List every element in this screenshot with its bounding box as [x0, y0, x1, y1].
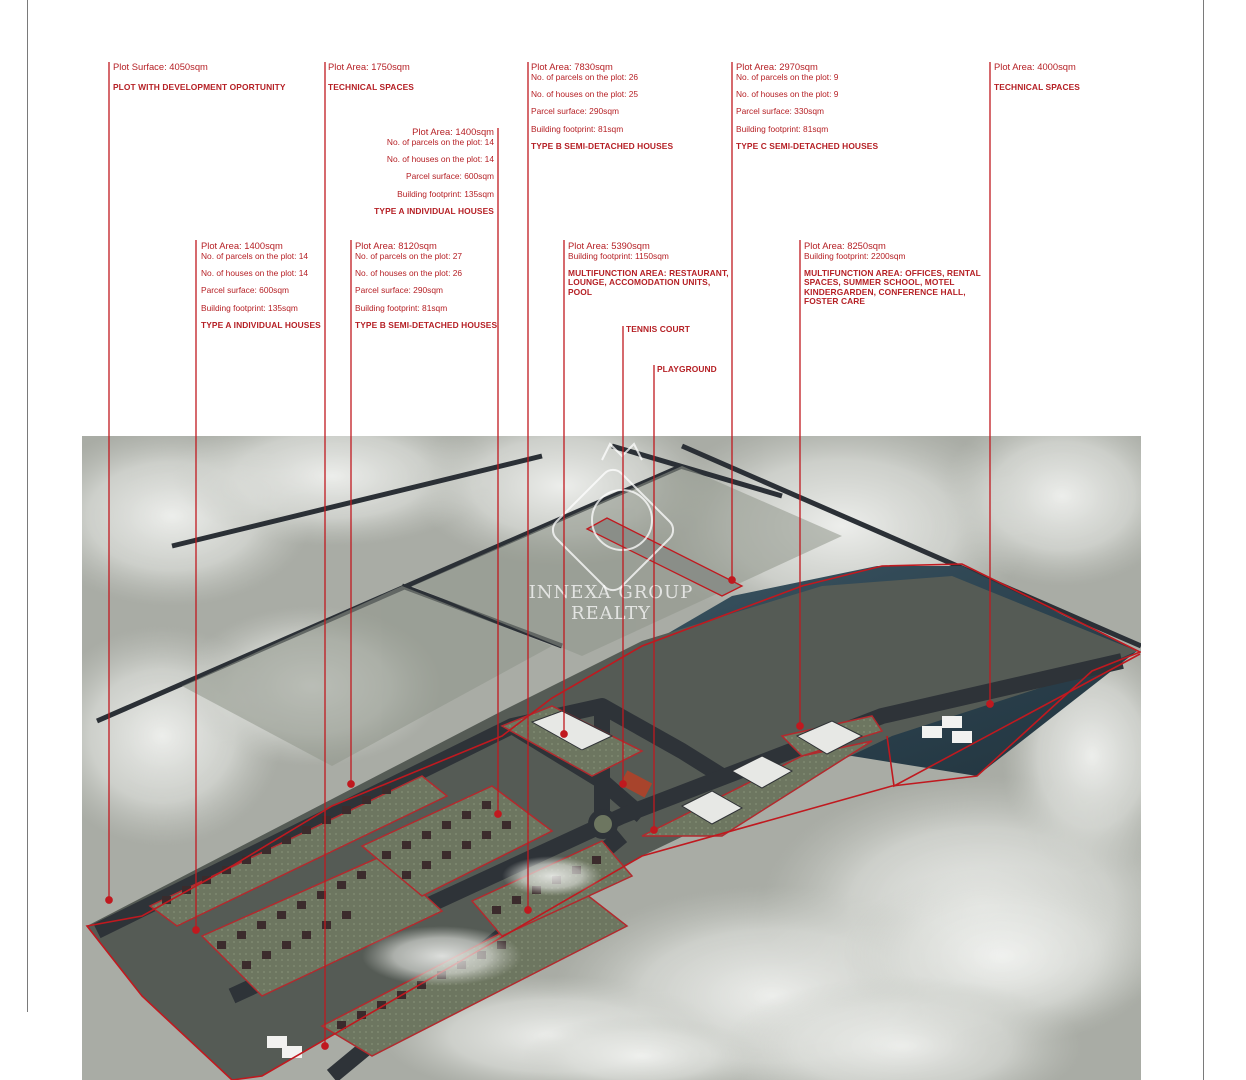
annotation-line: No. of parcels on the plot: 26	[531, 71, 639, 82]
annotation-title: TYPE B SEMI-DETACHED HOUSES	[355, 320, 498, 331]
roundabout	[588, 809, 618, 839]
annotation-title: TYPE A INDIVIDUAL HOUSES	[374, 206, 494, 217]
annotation-line: Building footprint: 81sqm	[531, 123, 624, 134]
annotation-line: Building footprint: 2200sqm	[804, 250, 906, 261]
annotation-line: No. of houses on the plot: 26	[355, 267, 463, 278]
annotation-title: TYPE A INDIVIDUAL HOUSES	[201, 320, 321, 331]
annotation-line: Parcel surface: 600sqm	[406, 171, 494, 182]
annotation-line: No. of parcels on the plot: 14	[386, 136, 494, 147]
annotation-line: No. of houses on the plot: 25	[531, 88, 639, 99]
watermark-text: INNEXA GROUP REALTY	[528, 582, 694, 624]
annotation-line: Plot Area: 7830sqm	[531, 61, 613, 72]
annotation-line: Plot Area: 1750sqm	[328, 61, 410, 72]
annotation-line: Plot Area: 4000sqm	[994, 61, 1076, 72]
annotation-line: Building footprint: 135sqm	[397, 188, 494, 199]
annotation-line: Parcel surface: 290sqm	[531, 106, 619, 117]
annotation-title: PLOT WITH DEVELOPMENT OPORTUNITY	[113, 81, 286, 92]
annotation-line: No. of parcels on the plot: 14	[201, 250, 309, 261]
annotation-line: Parcel surface: 330sqm	[736, 106, 824, 117]
annotation-line: Building footprint: 1150sqm	[568, 250, 669, 261]
annotation-line: Parcel surface: 290sqm	[355, 285, 443, 296]
annotation-line: Plot Area: 8120sqm	[355, 240, 437, 251]
annotation-line: No. of parcels on the plot: 27	[355, 250, 463, 261]
sheet-right-border	[1203, 0, 1204, 1080]
annotation-line: No. of houses on the plot: 14	[201, 267, 309, 278]
annotation-line: Plot Area: 1400sqm	[201, 240, 283, 251]
annotation-line: Building footprint: 81sqm	[355, 302, 448, 313]
annotation-line: Plot Surface: 4050sqm	[113, 61, 208, 72]
annotation-line: Plot Area: 1400sqm	[412, 126, 494, 137]
aerial-site-render	[82, 436, 1141, 1080]
annotation-line: Building footprint: 81sqm	[736, 123, 829, 134]
annotation-title: MULTIFUNCTION AREA: OFFICES, RENTAL SPAC…	[804, 267, 981, 307]
annotation-title: MULTIFUNCTION AREA: RESTAURANT, LOUNGE, …	[568, 267, 729, 297]
multifunction-buildings	[530, 710, 864, 825]
field-patches	[182, 466, 842, 766]
annotation-playground: PLAYGROUND	[657, 364, 717, 374]
annotation-title: TECHNICAL SPACES	[328, 81, 414, 92]
annotation-title: PLAYGROUND	[657, 364, 717, 374]
annotation-line: No. of houses on the plot: 9	[736, 88, 839, 99]
annotation-title: TECHNICAL SPACES	[994, 81, 1080, 92]
tennis-court	[619, 770, 653, 798]
annotation-title: TYPE B SEMI-DETACHED HOUSES	[531, 141, 674, 152]
annotation-line: Building footprint: 135sqm	[201, 302, 298, 313]
sheet-left-border	[27, 0, 28, 1012]
annotation-title: TENNIS COURT	[626, 324, 691, 334]
annotation-tennis: TENNIS COURT	[626, 324, 691, 334]
foreground-clouds	[362, 856, 1141, 1080]
annotation-line: No. of parcels on the plot: 9	[736, 71, 839, 82]
annotation-line: Parcel surface: 600sqm	[201, 285, 289, 296]
annotation-title: TYPE C SEMI-DETACHED HOUSES	[736, 141, 879, 152]
annotation-line: Plot Area: 2970sqm	[736, 61, 818, 72]
annotation-line: Plot Area: 5390sqm	[568, 240, 650, 251]
annotation-line: Plot Area: 8250sqm	[804, 240, 886, 251]
pier-buildings	[585, 517, 744, 597]
annotation-line: No. of houses on the plot: 14	[386, 153, 494, 164]
watermark-emblem	[551, 442, 675, 592]
plot-boundaries	[85, 563, 1141, 1080]
technical-buildings	[267, 716, 972, 1058]
